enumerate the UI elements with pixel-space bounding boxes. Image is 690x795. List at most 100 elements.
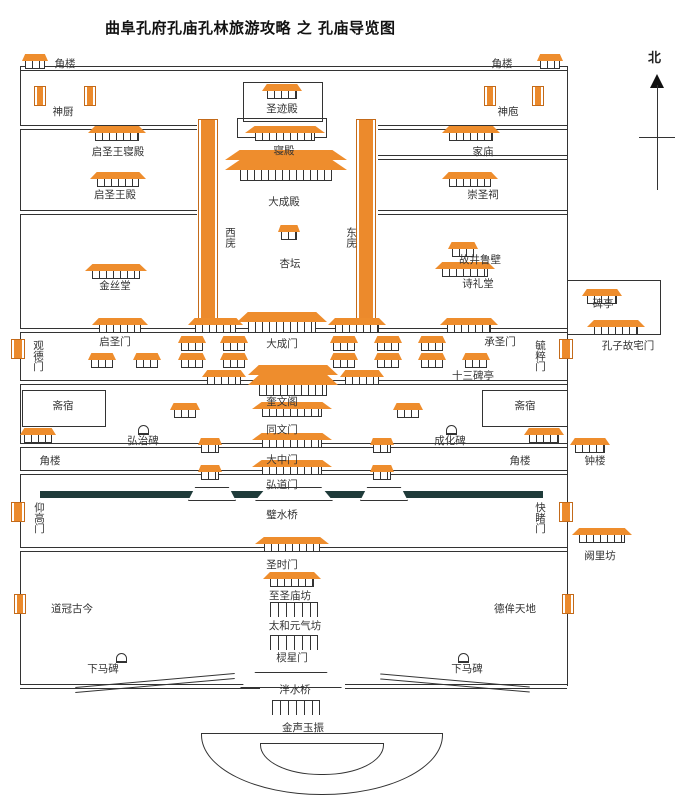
compass-cross	[639, 137, 675, 138]
label-xingtan: 杏坛	[279, 258, 301, 270]
building	[442, 172, 498, 187]
roof	[252, 433, 332, 440]
stele-icon	[446, 425, 457, 435]
gate-marker	[560, 340, 572, 358]
building-body	[442, 269, 488, 277]
building	[328, 318, 386, 333]
building-body	[579, 535, 625, 543]
label-xiamabei-east: 下马碑	[451, 663, 483, 675]
building-body	[396, 410, 420, 418]
map-title: 曲阜孔府孔庙孔林旅游攻略 之 孔庙导览图	[105, 19, 396, 37]
building-body	[94, 133, 140, 141]
building-body	[333, 360, 355, 368]
building-body	[574, 445, 606, 453]
building-body	[446, 325, 492, 333]
archway	[263, 572, 321, 587]
label-hongzhibei: 弘治碑	[127, 435, 159, 447]
label-jinsitang: 金丝堂	[99, 280, 131, 292]
building-body	[200, 472, 220, 480]
building-body	[465, 360, 487, 368]
label-kuaidumen: 快睹门	[534, 502, 546, 534]
gate-marker	[12, 503, 24, 521]
building-body	[24, 435, 52, 443]
building-body	[223, 360, 245, 368]
roof	[178, 336, 206, 343]
label-qindian: 寝殿	[273, 145, 295, 157]
building-body	[280, 232, 298, 240]
building-body	[181, 360, 203, 368]
building-body	[372, 445, 392, 453]
roof	[22, 54, 48, 61]
stele-pavilion	[178, 336, 206, 351]
building	[88, 126, 146, 141]
label-dongwu: 东庑	[345, 227, 357, 248]
roof	[220, 336, 248, 343]
building	[252, 402, 332, 417]
roof	[188, 318, 243, 325]
archway	[272, 700, 320, 715]
building-body	[258, 385, 328, 396]
gate-marker	[12, 340, 24, 358]
building-body	[136, 360, 158, 368]
label-zhaisu-east: 斋宿	[514, 400, 536, 412]
label-chengshengmen: 承圣门	[484, 336, 516, 348]
building-body	[586, 296, 618, 304]
building-body	[173, 410, 197, 418]
label-corner-tower: 角楼	[509, 455, 531, 467]
label-dazhongmen: 大中门	[266, 454, 298, 466]
roof	[263, 572, 321, 579]
building	[440, 318, 498, 333]
building-body	[266, 91, 298, 99]
roof	[570, 438, 610, 445]
building-body	[200, 445, 220, 453]
roof	[202, 370, 246, 377]
label-shengshimen: 圣时门	[266, 559, 298, 571]
label-qishengwangdian: 启圣王殿	[94, 189, 136, 201]
stele-pavilion	[220, 336, 248, 351]
roof	[248, 375, 338, 385]
roof	[278, 225, 300, 232]
roof	[198, 438, 222, 445]
north-label: 北	[648, 51, 662, 66]
building-body	[448, 133, 494, 141]
building-body	[25, 61, 45, 69]
roof	[198, 465, 222, 472]
label-shenchu: 神厨	[52, 106, 74, 118]
label-hongdaomen: 弘道门	[266, 479, 298, 491]
building	[252, 433, 332, 448]
building-body	[333, 343, 355, 351]
building-body	[254, 133, 316, 141]
building	[245, 126, 325, 141]
roof	[252, 460, 332, 467]
building-body	[263, 544, 321, 552]
building-body	[372, 472, 392, 480]
roof	[582, 289, 622, 296]
stele-pavilion	[330, 336, 358, 351]
building	[237, 312, 327, 333]
building-body	[181, 343, 203, 351]
roof	[448, 242, 478, 249]
gate-marker	[15, 595, 25, 613]
building-body	[92, 271, 140, 279]
roof	[85, 264, 147, 271]
building	[252, 460, 332, 475]
label-zhishengmiaofang: 至圣庙坊	[269, 590, 311, 602]
roof	[88, 353, 116, 360]
roof	[225, 150, 347, 160]
building	[524, 428, 564, 443]
label-bishuiqiao: 璧水桥	[266, 509, 298, 521]
label-shenpao: 神庖	[497, 106, 519, 118]
roof	[340, 370, 384, 377]
stele-pavilion	[220, 353, 248, 368]
building	[435, 262, 495, 277]
roof	[370, 465, 394, 472]
building	[225, 150, 347, 181]
label-chongshengci: 崇圣祠	[467, 189, 499, 201]
roof	[462, 353, 490, 360]
roof	[370, 438, 394, 445]
label-kongzi-guzhaimen: 孔子故宅门	[601, 340, 655, 352]
building	[92, 318, 148, 333]
west-corridor	[199, 120, 217, 330]
stele-pavilion	[374, 353, 402, 368]
building	[448, 242, 478, 257]
